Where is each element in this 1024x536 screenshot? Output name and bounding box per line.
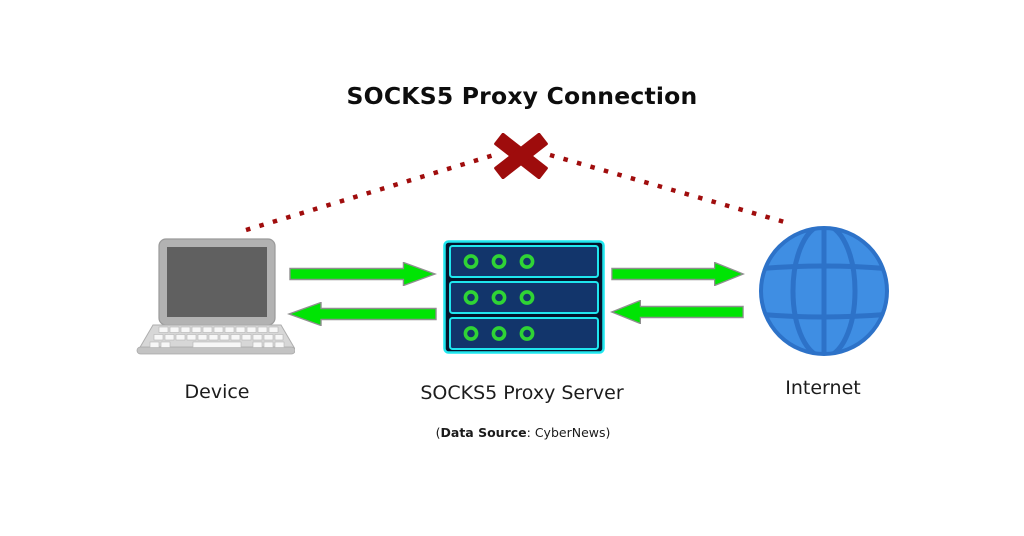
arrow-proxy-to-internet-icon bbox=[611, 262, 745, 286]
server-led-lights bbox=[463, 254, 535, 341]
globe-icon bbox=[759, 226, 889, 356]
footnote-suffix: : CyberNews) bbox=[526, 425, 611, 440]
diagram-title: SOCKS5 Proxy Connection bbox=[346, 82, 698, 110]
arrow-device-to-proxy-icon bbox=[289, 262, 437, 286]
arrow-internet-to-proxy-icon bbox=[610, 300, 744, 324]
proxy-server-label: SOCKS5 Proxy Server bbox=[420, 382, 624, 404]
blocked-line-x-to-internet bbox=[549, 152, 789, 226]
blocked-line-device-to-x bbox=[245, 152, 495, 233]
laptop-icon bbox=[136, 238, 295, 355]
red-x-blocked-icon bbox=[494, 133, 548, 179]
data-source-footnote: (Data Source: CyberNews) bbox=[436, 425, 611, 440]
device-label: Device bbox=[184, 381, 250, 403]
laptop-keyboard-keys bbox=[149, 326, 285, 348]
footnote-prefix: ( bbox=[435, 425, 441, 440]
footnote-bold-label: Data Source bbox=[440, 425, 527, 440]
server-rack-icon bbox=[443, 240, 605, 354]
internet-label: Internet bbox=[785, 377, 861, 399]
arrow-proxy-to-device-icon bbox=[287, 302, 437, 326]
